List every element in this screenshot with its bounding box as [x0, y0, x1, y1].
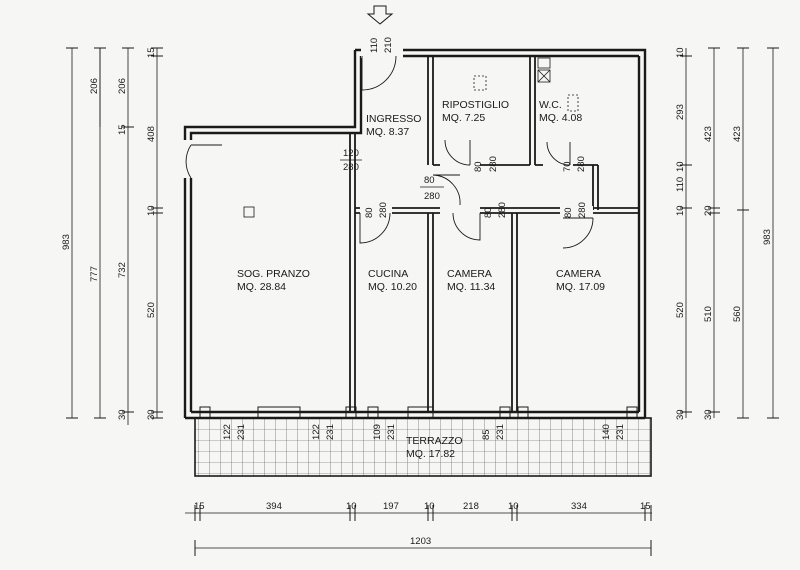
svg-text:70: 70 [562, 161, 573, 172]
svg-text:293: 293 [675, 104, 686, 120]
exterior-walls [183, 48, 647, 420]
svg-text:280: 280 [497, 202, 508, 218]
svg-text:197: 197 [383, 501, 399, 512]
svg-text:30: 30 [675, 409, 686, 420]
room-area-ingresso: MQ. 8.37 [366, 126, 409, 138]
svg-text:122: 122 [222, 424, 233, 440]
room-area-camera2: MQ. 17.09 [556, 281, 605, 293]
room-area-wc: MQ. 4.08 [539, 112, 582, 124]
left-dimension-lines: 983 777 206 732 30 206 15 15 408 10 520 … [61, 47, 163, 425]
windows [199, 406, 638, 419]
svg-text:10: 10 [346, 501, 357, 512]
room-area-cucina: MQ. 10.20 [368, 281, 417, 293]
svg-text:20: 20 [703, 205, 714, 216]
svg-text:520: 520 [146, 302, 157, 318]
svg-text:520: 520 [675, 302, 686, 318]
entrance-arrow-icon [366, 5, 394, 25]
svg-text:423: 423 [703, 126, 714, 142]
svg-text:280: 280 [424, 191, 440, 202]
svg-text:983: 983 [61, 234, 72, 250]
total-width: 1203 [410, 536, 431, 547]
room-name-cucina: CUCINA [368, 268, 408, 280]
room-area-ripostiglio: MQ. 7.25 [442, 112, 485, 124]
svg-text:10: 10 [146, 205, 157, 216]
svg-text:334: 334 [571, 501, 587, 512]
svg-text:80: 80 [563, 207, 574, 218]
svg-text:206: 206 [117, 78, 128, 94]
svg-text:280: 280 [577, 202, 588, 218]
svg-text:510: 510 [703, 306, 714, 322]
svg-text:10: 10 [675, 47, 686, 58]
opening-dimensions: 110 210 120 280 80 280 80 280 70 280 80 … [222, 37, 626, 440]
room-area-camera1: MQ. 11.34 [447, 281, 495, 293]
svg-text:423: 423 [732, 126, 743, 142]
room-area-soggiorno: MQ. 28.84 [237, 281, 286, 293]
svg-text:280: 280 [488, 156, 499, 172]
svg-text:30: 30 [146, 409, 157, 420]
svg-text:80: 80 [364, 207, 375, 218]
svg-text:231: 231 [386, 424, 397, 440]
right-dimension-lines: 10 293 10 110 10 520 30 423 20 510 30 42… [675, 47, 779, 420]
svg-text:110: 110 [675, 177, 686, 192]
svg-text:231: 231 [615, 424, 626, 440]
room-name-ripostiglio: RIPOSTIGLIO [442, 99, 509, 111]
svg-text:231: 231 [236, 424, 247, 440]
svg-text:85: 85 [481, 429, 492, 440]
room-labels: SOG. PRANZO MQ. 28.84 INGRESSO MQ. 8.37 … [237, 99, 605, 460]
svg-text:15: 15 [640, 501, 651, 512]
svg-text:218: 218 [463, 501, 479, 512]
svg-text:30: 30 [117, 409, 128, 420]
room-name-camera1: CAMERA [447, 268, 492, 280]
svg-text:110: 110 [369, 38, 380, 53]
svg-text:206: 206 [89, 78, 100, 94]
svg-text:732: 732 [117, 262, 128, 278]
svg-text:777: 777 [89, 266, 100, 282]
room-name-wc: W.C. [539, 99, 562, 111]
svg-text:15: 15 [117, 124, 128, 135]
door-swings [185, 55, 594, 249]
svg-text:210: 210 [383, 37, 394, 53]
svg-text:140: 140 [601, 424, 612, 440]
svg-text:408: 408 [146, 126, 157, 142]
svg-text:15: 15 [146, 47, 157, 58]
svg-text:231: 231 [325, 424, 336, 440]
svg-text:231: 231 [495, 424, 506, 440]
svg-text:10: 10 [508, 501, 519, 512]
svg-text:80: 80 [473, 161, 484, 172]
svg-text:15: 15 [194, 501, 205, 512]
room-area-terrazzo: MQ. 17.82 [406, 448, 455, 460]
svg-text:120: 120 [343, 148, 359, 159]
svg-text:109: 109 [372, 424, 383, 440]
bottom-dimension-lines: 15 394 10 197 10 218 10 334 15 1203 [185, 501, 652, 556]
room-name-ingresso: INGRESSO [366, 113, 421, 125]
svg-text:122: 122 [311, 424, 322, 440]
svg-text:80: 80 [424, 175, 435, 186]
room-name-terrazzo: TERRAZZO [406, 435, 463, 447]
svg-text:280: 280 [576, 156, 587, 172]
wc-fixtures [473, 57, 579, 112]
room-name-soggiorno: SOG. PRANZO [237, 268, 310, 280]
svg-text:280: 280 [343, 162, 359, 173]
svg-text:560: 560 [732, 306, 743, 322]
svg-text:983: 983 [762, 229, 773, 245]
svg-text:10: 10 [675, 205, 686, 216]
room-name-camera2: CAMERA [556, 268, 601, 280]
svg-text:80: 80 [483, 207, 494, 218]
svg-text:394: 394 [266, 501, 282, 512]
chimney-icon [243, 206, 255, 218]
svg-text:30: 30 [703, 409, 714, 420]
svg-text:280: 280 [378, 202, 389, 218]
svg-text:10: 10 [424, 501, 435, 512]
terrace-paving [194, 417, 652, 477]
svg-text:10: 10 [675, 161, 686, 172]
interior-walls [349, 56, 639, 412]
